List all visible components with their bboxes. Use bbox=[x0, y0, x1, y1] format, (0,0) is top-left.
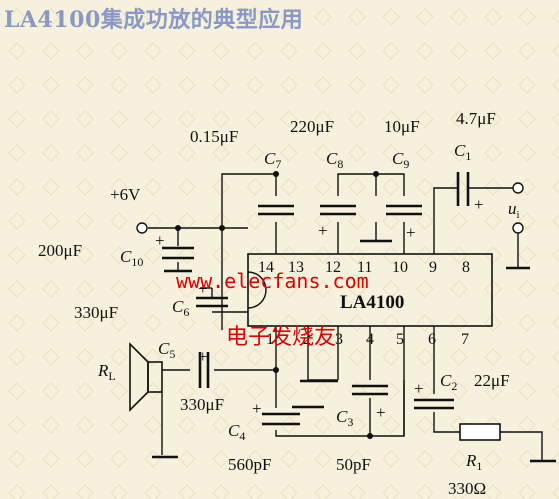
c3-label: C3 bbox=[336, 407, 353, 429]
pin-13: 13 bbox=[288, 259, 304, 276]
pin-7: 7 bbox=[461, 331, 469, 348]
capacitor-c8-symbol: + bbox=[318, 204, 356, 240]
junction-dots bbox=[175, 171, 379, 439]
capacitor-c10-symbol: + bbox=[155, 231, 194, 260]
capacitor-c6-symbol: + bbox=[196, 279, 228, 308]
pin-3: 3 bbox=[335, 331, 343, 348]
ic-body bbox=[247, 253, 493, 327]
c2-plus: + bbox=[414, 379, 424, 398]
c5-plus: + bbox=[198, 347, 208, 366]
r1-value: 330Ω bbox=[448, 479, 486, 498]
capacitor-c9-symbol: + bbox=[386, 204, 422, 242]
capacitor-c5-symbol: + bbox=[198, 347, 210, 388]
c4-plus: + bbox=[252, 399, 262, 418]
c5-label: C5 bbox=[158, 339, 175, 361]
pin-14: 14 bbox=[258, 259, 274, 276]
pin-9: 9 bbox=[429, 259, 437, 276]
c10-label: C10 bbox=[120, 247, 143, 269]
c10-plus: + bbox=[155, 231, 165, 250]
watermark-url: www.elecfans.com bbox=[176, 269, 369, 293]
capacitor-c2-symbol: + bbox=[414, 379, 454, 410]
pin-4: 4 bbox=[366, 331, 374, 348]
c3-plus: + bbox=[376, 403, 386, 422]
pin-1: 1 bbox=[266, 331, 274, 348]
c5-value: 330μF bbox=[180, 395, 224, 414]
c4-value: 560pF bbox=[228, 455, 271, 474]
rl-label: RL bbox=[97, 361, 116, 383]
c7-value: 0.15μF bbox=[190, 127, 238, 146]
input-label: ui bbox=[508, 199, 520, 221]
resistor-r1-symbol bbox=[459, 423, 501, 441]
pin-6: 6 bbox=[428, 331, 436, 348]
c6-plus: + bbox=[198, 279, 208, 298]
watermark-brand: 电子发烧友 bbox=[226, 325, 336, 350]
pin-11: 11 bbox=[357, 259, 372, 276]
c6-label: C6 bbox=[172, 297, 189, 319]
pin-12: 12 bbox=[325, 259, 341, 276]
c6-value: 330μF bbox=[74, 303, 118, 322]
c4-label: C4 bbox=[228, 421, 245, 443]
c1-label: C1 bbox=[454, 141, 471, 163]
capacitor-c4-symbol: + bbox=[252, 399, 300, 426]
c9-value: 10μF bbox=[384, 117, 420, 136]
c8-plus: + bbox=[318, 221, 328, 240]
ic-notch bbox=[247, 271, 267, 309]
speaker-icon bbox=[129, 342, 163, 412]
chip-label: LA4100 bbox=[340, 292, 404, 313]
c9-plus: + bbox=[406, 223, 416, 242]
c1-plus: + bbox=[474, 195, 484, 214]
c2-label: C2 bbox=[440, 371, 457, 393]
supply-terminal bbox=[136, 222, 148, 234]
c2-value: 22μF bbox=[474, 371, 510, 390]
input-terminal-top bbox=[512, 182, 524, 194]
capacitor-c3-symbol: + bbox=[352, 384, 388, 422]
c9-label: C9 bbox=[392, 149, 409, 171]
c8-value: 220μF bbox=[290, 117, 334, 136]
pin-5: 5 bbox=[396, 331, 404, 348]
pin-8: 8 bbox=[462, 259, 470, 276]
c1-value: 4.7μF bbox=[456, 109, 496, 128]
c7-label: C7 bbox=[264, 149, 281, 171]
capacitor-c1-symbol: + bbox=[456, 172, 484, 214]
capacitor-c7-symbol bbox=[258, 204, 294, 216]
supply-label: +6V bbox=[110, 185, 141, 204]
c3-value: 50pF bbox=[336, 455, 371, 474]
c8-label: C8 bbox=[326, 149, 343, 171]
page-title: LA4100集成功放的典型应用 bbox=[4, 7, 304, 33]
pin-10: 10 bbox=[392, 259, 408, 276]
input-terminal-bottom bbox=[512, 222, 524, 234]
pin-2: 2 bbox=[303, 331, 311, 348]
c10-value: 200μF bbox=[38, 241, 82, 260]
r1-label: R1 bbox=[465, 451, 482, 473]
ground-symbols bbox=[152, 232, 556, 463]
